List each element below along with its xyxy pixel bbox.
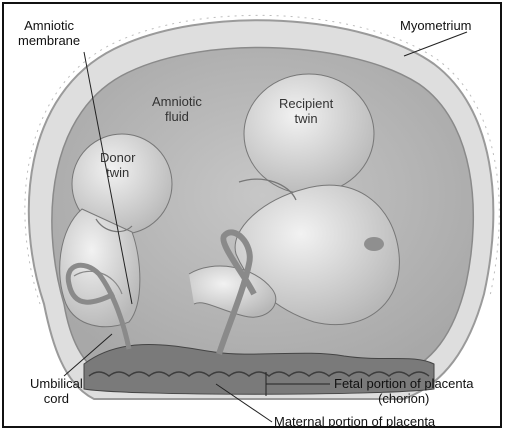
umbilical-cord-label: Umbilical cord [30, 376, 83, 406]
maternal-placenta-label: Maternal portion of placenta [274, 414, 435, 428]
twin-uterus-illustration [4, 4, 500, 426]
amniotic-membrane-label: Amniotic membrane [18, 18, 80, 48]
fetal-placenta-label: Fetal portion of placenta (chorion) [334, 376, 473, 406]
donor-twin-label: Donor twin [100, 150, 135, 180]
amniotic-fluid-label: Amniotic fluid [152, 94, 202, 124]
diagram-frame: Amniotic membrane Myometrium Amniotic fl… [2, 2, 502, 428]
myometrium-label: Myometrium [400, 18, 472, 33]
recipient-twin-label: Recipient twin [279, 96, 333, 126]
